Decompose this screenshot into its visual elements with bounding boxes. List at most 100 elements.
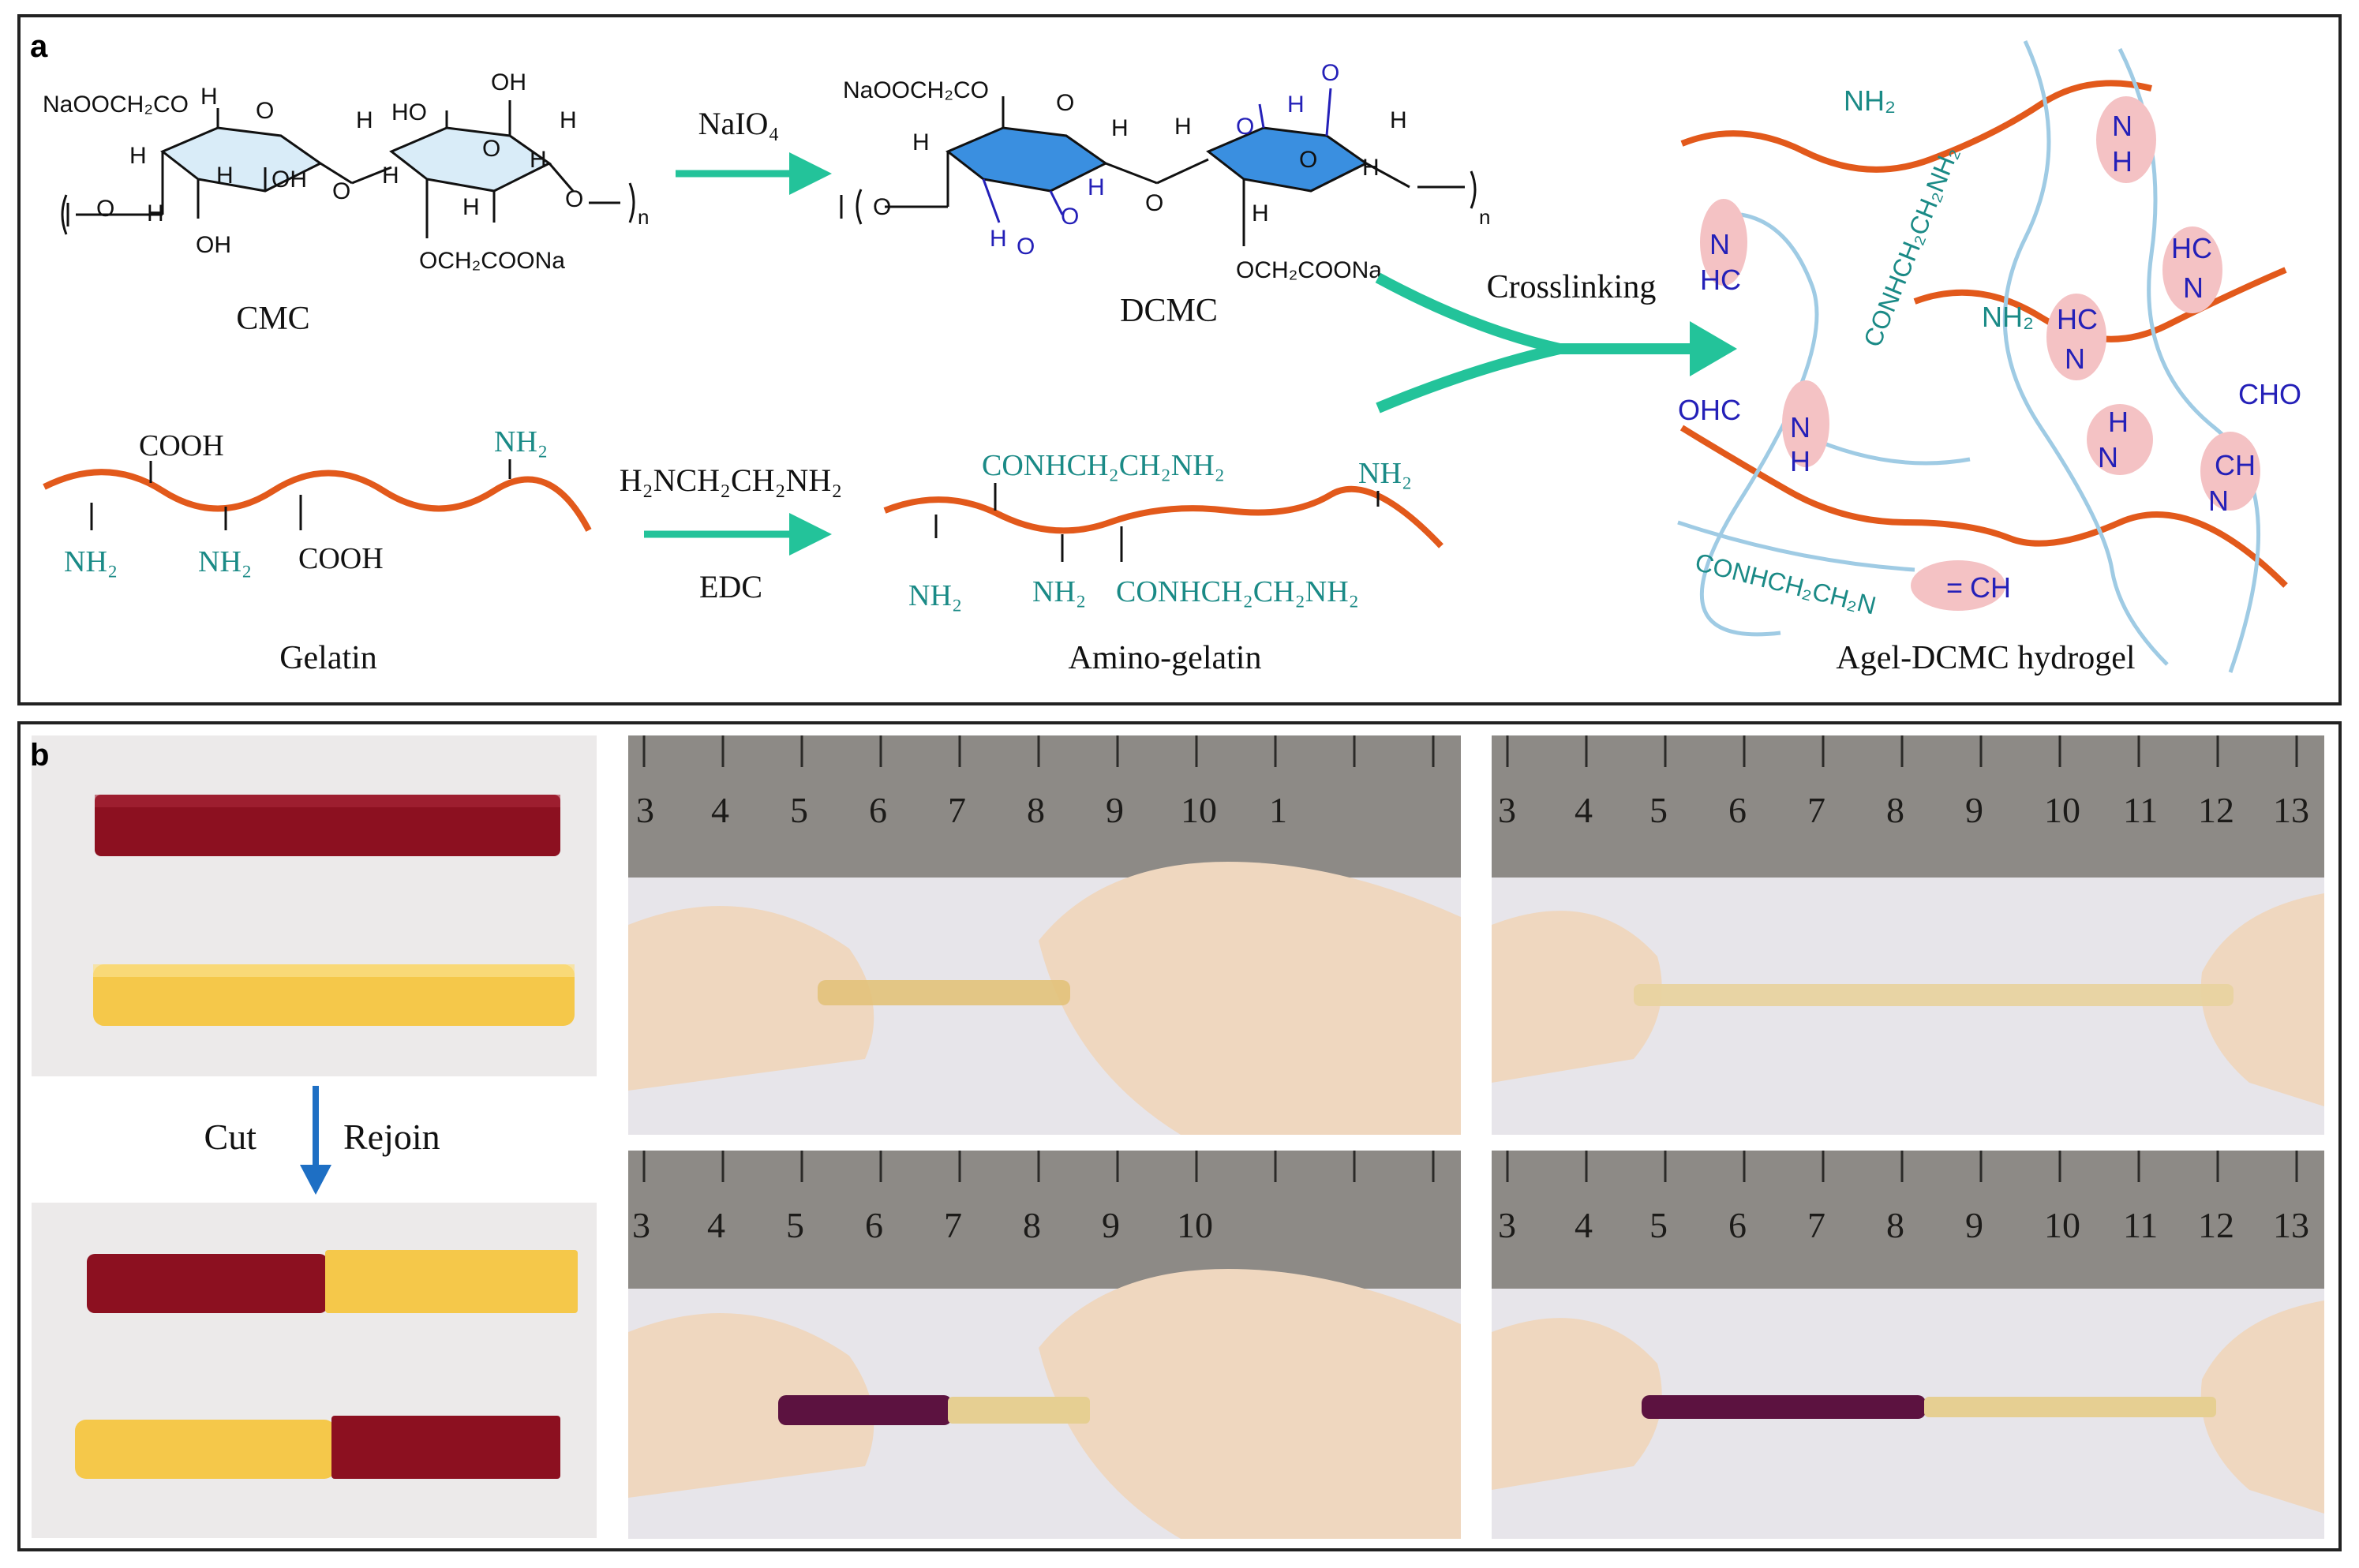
dcmc-o3: O: [1017, 234, 1035, 260]
glove-left: [628, 906, 874, 1091]
glove-left: [628, 1313, 874, 1498]
crosslink-arrow-head: [1690, 321, 1737, 376]
ruler-bl-6: 9: [1102, 1205, 1120, 1245]
stretch-yellow-long-drawing: 3 4 5 6 7 8 9 10 11 12 13: [1492, 735, 2324, 1135]
gel-yellow-intact: [93, 964, 575, 1026]
dcmc-h7: H: [1390, 107, 1407, 133]
imine-8-eq: =: [1946, 571, 1963, 604]
gelatin-name: Gelatin: [279, 640, 377, 676]
dcmc-o2: O: [873, 194, 891, 220]
ruler-bl-4: 7: [944, 1205, 962, 1245]
panel-b: b Cut Rejoin: [17, 721, 2342, 1551]
ruler-tr-7: 10: [2044, 790, 2080, 830]
gelatin-cooh1: COOH: [139, 429, 224, 462]
amino-gelatin-nh2-2: NH₂: [1032, 575, 1086, 608]
imine-8-ch: CH: [1970, 571, 2011, 604]
dcmc-structure: [840, 88, 1477, 246]
imine-7-ch: CH: [2215, 449, 2256, 481]
ruler-tr-2: 5: [1649, 790, 1668, 830]
cmc-h1: H: [200, 84, 218, 110]
gelatin-cooh2: COOH: [298, 542, 384, 575]
ruler-br-9: 12: [2198, 1205, 2234, 1245]
ruler-tl-5: 8: [1027, 790, 1045, 830]
ruler-ticks: [642, 1151, 1435, 1182]
ruler-tr-1: 4: [1575, 790, 1593, 830]
ruler-tr-4: 7: [1807, 790, 1825, 830]
imine-5-hc: HC: [2057, 303, 2098, 335]
dcmc-o7: O: [1321, 60, 1339, 86]
panel-a: a NaOOCH₂CO H O H H OH H OH O O H HO OH: [17, 14, 2342, 705]
cmc-o5: O: [565, 186, 583, 212]
ruler-tr-8: 11: [2123, 790, 2158, 830]
dcmc-h6: H: [1287, 92, 1305, 118]
ruler-br-7: 10: [2044, 1205, 2080, 1245]
cmc-h7: H: [530, 147, 547, 173]
gel-rejoined-red-stretched: [1642, 1395, 1926, 1419]
hydrogel-labels: NH₂ NH₂ CONHCH₂CH₂NH₂ CONHCH₂CH₂N OHC CH…: [1678, 84, 2301, 620]
amino-gelatin-chain: [883, 485, 1443, 548]
imine-5-n: N: [2065, 342, 2085, 375]
cmc-h9: H: [462, 194, 480, 220]
stretch-yellow-short-drawing: 3 4 5 6 7 8 9 10 1: [628, 735, 1461, 1135]
dcmc-o4: O: [1061, 204, 1079, 230]
ruler-ticks: [1506, 1151, 2298, 1182]
ruler-tl-8: 1: [1269, 790, 1287, 830]
gel-yellow-short: [818, 980, 1070, 1005]
ruler-tr-0: 3: [1498, 790, 1516, 830]
step1-reagent: NaIO₄: [698, 106, 780, 141]
photo-stretch-rejoined-long: 3 4 5 6 7 8 9 10 11 12 13: [1492, 1151, 2324, 1539]
ruler-tr-5: 8: [1886, 790, 1904, 830]
hydrogel-conh-bottom: CONHCH₂CH₂N: [1692, 548, 1878, 620]
imine-3-h: H: [2112, 145, 2132, 178]
ruler-numbers-top-right: 3 4 5 6 7 8 9 10 11 12 13: [1498, 790, 2309, 830]
cmc-oh-mid: OH: [271, 167, 307, 193]
cmc-h5: H: [356, 107, 373, 133]
ruler-ticks: [1506, 735, 2298, 767]
ruler-bl-1: 4: [707, 1205, 725, 1245]
gel-rejoined-yellow-stretched: [1924, 1397, 2216, 1417]
panel-a-drawing: a NaOOCH₂CO H O H H OH H OH O O H HO OH: [30, 29, 2301, 676]
gel-red-intact: [95, 795, 560, 856]
imine-6-n: N: [2098, 441, 2118, 473]
gel-rejoined-2-red: [331, 1416, 560, 1479]
hydrogel-conh-diag: CONHCH₂CH₂NH₂: [1858, 143, 1964, 351]
glove-right: [2200, 1300, 2324, 1514]
dcmc-h4: H: [1111, 115, 1129, 141]
amino-gelatin-g1: CONHCH₂CH₂NH₂: [982, 449, 1225, 482]
imine-7-n: N: [2208, 485, 2229, 517]
dcmc-name: DCMC: [1120, 293, 1218, 329]
dcmc-o1: O: [1056, 90, 1074, 116]
ruler-br-5: 8: [1886, 1205, 1904, 1245]
gelatin-bonds: [90, 459, 511, 530]
dcmc-o5: O: [1145, 190, 1163, 216]
cmc-o3: O: [332, 178, 350, 204]
ruler-br-3: 6: [1728, 1205, 1747, 1245]
ruler-tl-3: 6: [869, 790, 887, 830]
gelatin-nh2-2: NH₂: [198, 545, 252, 578]
ruler-br-6: 9: [1965, 1205, 1983, 1245]
intact-gels-drawing: [32, 735, 597, 1076]
ruler-numbers-top-left: 3 4 5 6 7 8 9 10 1: [636, 790, 1287, 830]
amino-gelatin-name: Amino-gelatin: [1069, 640, 1262, 676]
cmc-h8: H: [382, 163, 399, 189]
ruler-tl-4: 7: [948, 790, 966, 830]
crosslink-arrow-top: [1375, 272, 1702, 354]
cmc-oh-top: OH: [491, 69, 526, 95]
cmc-labels: NaOOCH₂CO H O H H OH H OH O O H HO OH O …: [43, 69, 649, 274]
ruler-tl-2: 5: [790, 790, 808, 830]
dcmc-o6: O: [1236, 114, 1254, 140]
ruler-bl-3: 6: [865, 1205, 883, 1245]
amino-gelatin-g2: CONHCH₂CH₂NH₂: [1116, 575, 1359, 608]
photo-rejoined-gels: [32, 1203, 597, 1538]
amino-gelatin-labels: CONHCH₂CH₂NH₂ CONHCH₂CH₂NH₂ NH₂ NH₂ NH₂: [908, 449, 1412, 612]
imine-3-n: N: [2112, 110, 2132, 142]
dcmc-labels: NaOOCH₂CO O H O H O O H H O H O H O O H …: [843, 60, 1490, 283]
ruler-tl-6: 9: [1106, 790, 1124, 830]
ruler-tr-10: 13: [2273, 790, 2309, 830]
hydrogel-ohc: OHC: [1678, 394, 1741, 426]
ruler-br-8: 11: [2123, 1205, 2158, 1245]
hydrogel-nh2-mid: NH₂: [1982, 301, 2034, 333]
photo-intact-gels: [32, 735, 597, 1076]
rejoin-label: Rejoin: [343, 1117, 440, 1157]
gelatin-nh2-3: NH₂: [494, 425, 548, 458]
